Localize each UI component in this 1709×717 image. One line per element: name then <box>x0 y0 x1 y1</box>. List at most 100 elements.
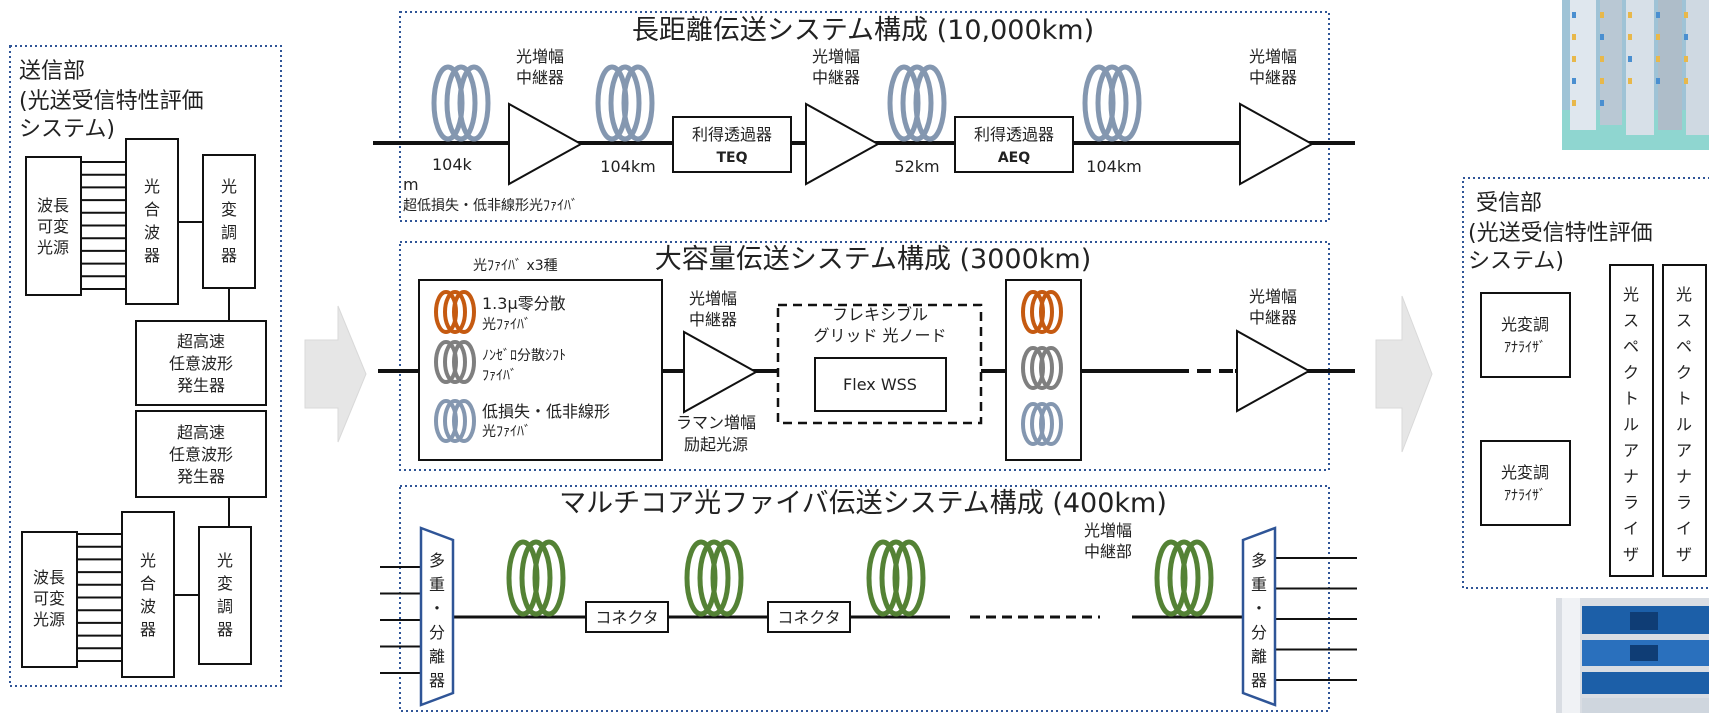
tunable-source-label: 波長 <box>37 196 69 215</box>
amplifier-triangle-icon <box>508 102 584 186</box>
modulation-analyzer <box>1480 292 1571 378</box>
amplifier-label: 光増幅 <box>812 47 860 66</box>
osa-label: ト <box>1623 389 1639 408</box>
transmitter-panel: 送信部 (光送受信特性評価 システム) 波長 可変 光源 光 合 波 器 光 変… <box>9 45 282 687</box>
tunable-source-label: 光源 <box>37 238 69 257</box>
osa-label: 光 <box>1623 285 1639 304</box>
amplifier-label: 光増幅 <box>1084 521 1132 540</box>
analyzer-label: 光変調 <box>1501 463 1549 482</box>
mux-demux-left <box>419 526 455 707</box>
teq-label: 利得透過器 <box>692 125 772 144</box>
amplifier-label: 中継器 <box>1249 68 1297 87</box>
fiber-coil-icon <box>434 340 476 384</box>
mux-label: 分 <box>429 623 445 642</box>
amplifier-triangle-icon <box>1236 329 1312 413</box>
tunable-source-label: 光源 <box>33 610 65 629</box>
span-length-label: 104km <box>600 157 655 176</box>
amplifier-label: 中継器 <box>812 68 860 87</box>
fiber-coil-icon <box>434 399 476 443</box>
mux-label: 多 <box>1251 551 1267 570</box>
fiber-coil-icon <box>1154 539 1214 617</box>
modulator-label: 光 <box>221 177 237 196</box>
fiber-type-label: 光ﾌｧｲﾊﾞ <box>482 424 531 440</box>
osa-label: ザ <box>1623 545 1639 564</box>
high-capacity-title: 大容量伝送システム構成 (3000km) <box>655 244 1092 275</box>
osa-label: ク <box>1676 363 1692 382</box>
awg-label: 超高速 <box>177 423 225 442</box>
mux-label: ・ <box>1251 599 1267 618</box>
mux-label: ・ <box>429 599 445 618</box>
mux-label: 多 <box>429 551 445 570</box>
osa-label: イ <box>1676 519 1692 538</box>
optical-modulator <box>202 154 256 289</box>
modulator-label: 器 <box>217 620 233 639</box>
osa-label: ク <box>1623 363 1639 382</box>
spectrum-analyzer <box>1662 264 1707 577</box>
connector-label: コネクタ <box>595 608 658 627</box>
receiver-title: 受信部 <box>1476 191 1542 216</box>
fiber-coil-icon <box>1082 64 1142 142</box>
amplifier-label: 中継器 <box>689 310 737 329</box>
amplifier-label: 光増幅 <box>1249 287 1297 306</box>
osa-label: ナ <box>1676 467 1692 486</box>
amplifier-label: 中継器 <box>516 68 564 87</box>
osa-label: ラ <box>1623 493 1639 512</box>
osa-label: ザ <box>1676 545 1692 564</box>
teq-box <box>672 116 792 173</box>
transmitter-subtitle: (光送受信特性評価 <box>19 89 204 114</box>
combiner-label: 光 <box>140 551 156 570</box>
raman-label: ラマン増幅 <box>676 413 756 432</box>
awg-label: 任意波形 <box>169 445 233 464</box>
mux-label: 重 <box>1251 575 1267 594</box>
modulator-label: 器 <box>221 246 237 265</box>
flow-arrow-icon <box>304 305 367 443</box>
fiber-type-label: 光ﾌｧｲﾊﾞ <box>482 317 531 333</box>
mux-label: 器 <box>1251 671 1267 690</box>
osa-label: ル <box>1623 415 1639 434</box>
combiner-label: 合 <box>140 574 156 593</box>
osa-label: ペ <box>1623 337 1639 356</box>
combiner-label: 合 <box>144 200 160 219</box>
analyzer-label: ｱﾅﾗｲｻﾞ <box>1504 488 1546 504</box>
awg-generator <box>135 410 267 498</box>
span-length-label: 104k <box>432 155 473 174</box>
transmitter-subtitle: システム) <box>19 117 115 142</box>
fiber-coil-icon <box>506 539 566 617</box>
mux-demux-right <box>1241 526 1277 707</box>
mux-label: 重 <box>429 575 445 594</box>
amplifier-triangle-icon <box>1239 102 1315 186</box>
fiber-coil-icon <box>431 64 491 142</box>
fiber-types-box <box>418 279 663 461</box>
osa-label: ナ <box>1623 467 1639 486</box>
aeq-label: AEQ <box>998 150 1030 166</box>
multicore-panel: マルチコア光ファイバ伝送システム構成 (400km) 多重・分離器 多重・分離器… <box>380 485 1357 712</box>
fiber-type-label: ﾉﾝｾﾞﾛ分散ｼﾌﾄ <box>482 348 566 364</box>
amplifier-triangle-icon <box>683 330 759 414</box>
mux-label: 離 <box>429 647 445 666</box>
fiber-coil-icon <box>1021 346 1063 390</box>
span-length-label: 52km <box>894 157 939 176</box>
fiber-note: 超低損失・低非線形光ﾌｧｲﾊﾞ <box>403 198 578 214</box>
flex-wss-box <box>814 357 947 412</box>
connector-box <box>585 601 669 633</box>
awg-label: 超高速 <box>177 332 225 351</box>
mux-label: 離 <box>1251 647 1267 666</box>
osa-label: ア <box>1623 441 1639 460</box>
teq-label: TEQ <box>716 150 747 166</box>
tunable-source-label: 可変 <box>33 589 65 608</box>
transmitter-title: 送信部 <box>19 59 85 84</box>
tunable-source <box>25 156 82 296</box>
combiner-label: 波 <box>144 223 160 242</box>
osa-label: ラ <box>1676 493 1692 512</box>
tunable-source-label: 可変 <box>37 217 69 236</box>
fiber-coil-icon <box>434 290 476 334</box>
aeq-label: 利得透過器 <box>974 125 1054 144</box>
amplifier-triangle-icon <box>805 102 881 186</box>
tunable-source <box>21 531 78 668</box>
high-capacity-panel: 大容量伝送システム構成 (3000km) 光ﾌｧｲﾊﾞ x3種 1.3μ零分散 … <box>378 241 1355 471</box>
modulation-analyzer <box>1480 440 1571 526</box>
tunable-source-label: 波長 <box>33 568 65 587</box>
combiner-label: 光 <box>144 177 160 196</box>
osa-label: ル <box>1676 415 1692 434</box>
